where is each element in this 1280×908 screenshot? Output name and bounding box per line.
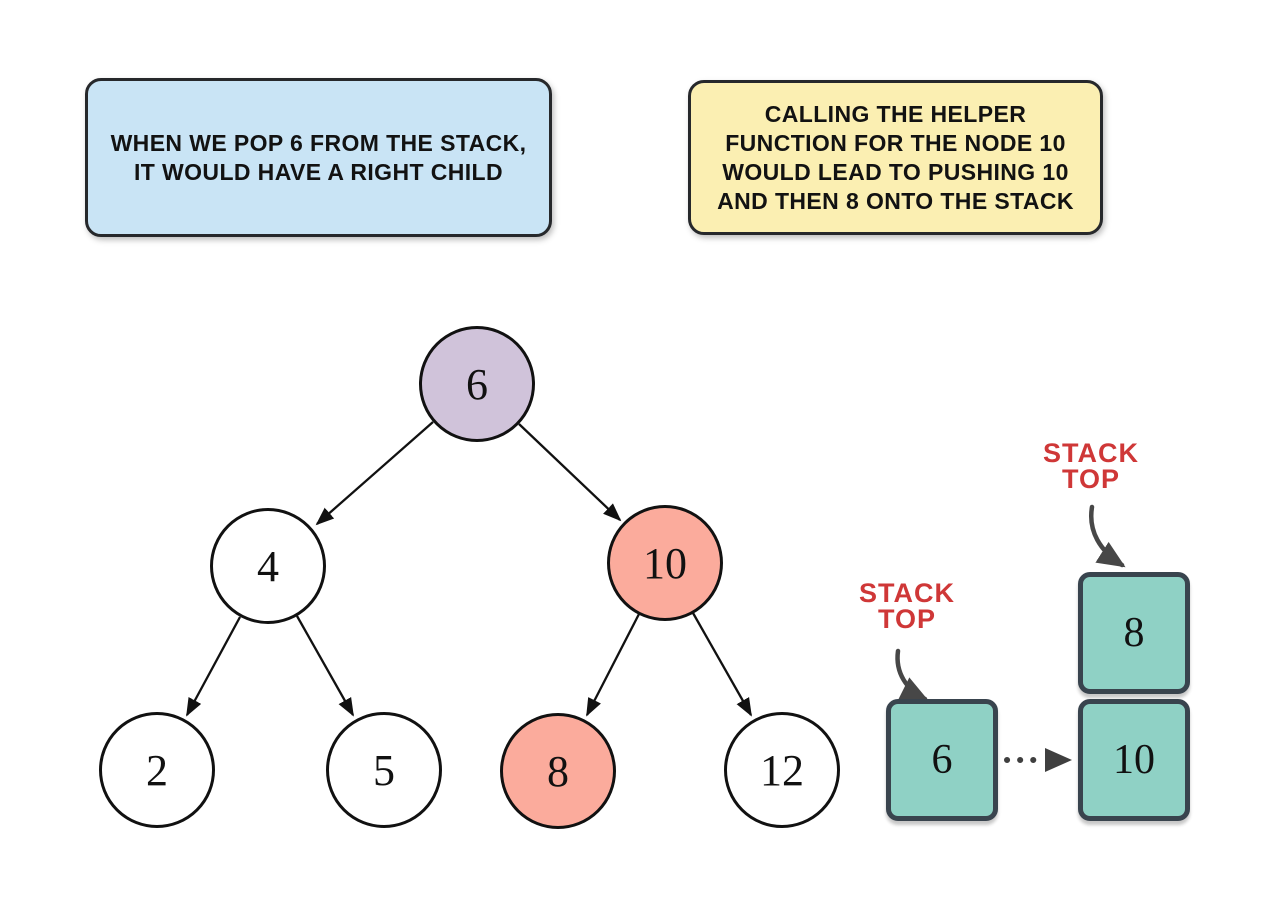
callout-pop-six: WHEN WE POP 6 FROM THE STACK, IT WOULD H… — [85, 78, 552, 237]
callout-text-line: FUNCTION FOR THE NODE 10 — [725, 129, 1066, 156]
edge-4-to-2 — [185, 616, 242, 717]
tree-node-8: 8 — [500, 713, 616, 829]
callout-text-line: CALLING THE HELPER — [764, 100, 1027, 127]
stack-top-label-line: TOP — [877, 604, 936, 634]
callout-helper-function: CALLING THE HELPER FUNCTION FOR THE NODE… — [688, 80, 1103, 235]
tree-node-6: 6 — [419, 326, 535, 442]
stack-transition-arrowhead — [1045, 748, 1072, 772]
tree-node-4: 4 — [210, 508, 326, 624]
edge-10-to-12 — [692, 612, 752, 717]
stack-top-label-line: STACK — [859, 578, 955, 608]
callout-text-line: WHEN WE POP 6 FROM THE STACK, — [110, 129, 527, 156]
stack-top-label-left: STACK TOP — [841, 578, 973, 634]
tree-node-12: 12 — [724, 712, 840, 828]
stack-top-label-line: STACK — [1043, 438, 1139, 468]
edge-6-to-10 — [518, 423, 622, 522]
stack-cell-6: 6 — [886, 699, 998, 821]
tree-node-10: 10 — [607, 505, 723, 621]
callout-text-line: AND THEN 8 ONTO THE STACK — [717, 187, 1074, 214]
stack-cell-10: 10 — [1078, 699, 1190, 821]
stack-top-arrow-left — [895, 648, 929, 702]
stack-top-label-right: STACK TOP — [1025, 438, 1157, 494]
edge-10-to-8 — [585, 613, 641, 717]
callout-text-line: IT WOULD HAVE A RIGHT CHILD — [134, 158, 503, 185]
stack-top-label-line: TOP — [1061, 464, 1120, 494]
callout-text-line: WOULD LEAD TO PUSHING 10 — [722, 158, 1069, 185]
stack-cell-8: 8 — [1078, 572, 1190, 694]
tree-node-5: 5 — [326, 712, 442, 828]
edge-6-to-4 — [315, 421, 434, 526]
tree-node-2: 2 — [99, 712, 215, 828]
stack-top-arrow-right — [1089, 504, 1126, 568]
edge-4-to-5 — [295, 615, 355, 717]
